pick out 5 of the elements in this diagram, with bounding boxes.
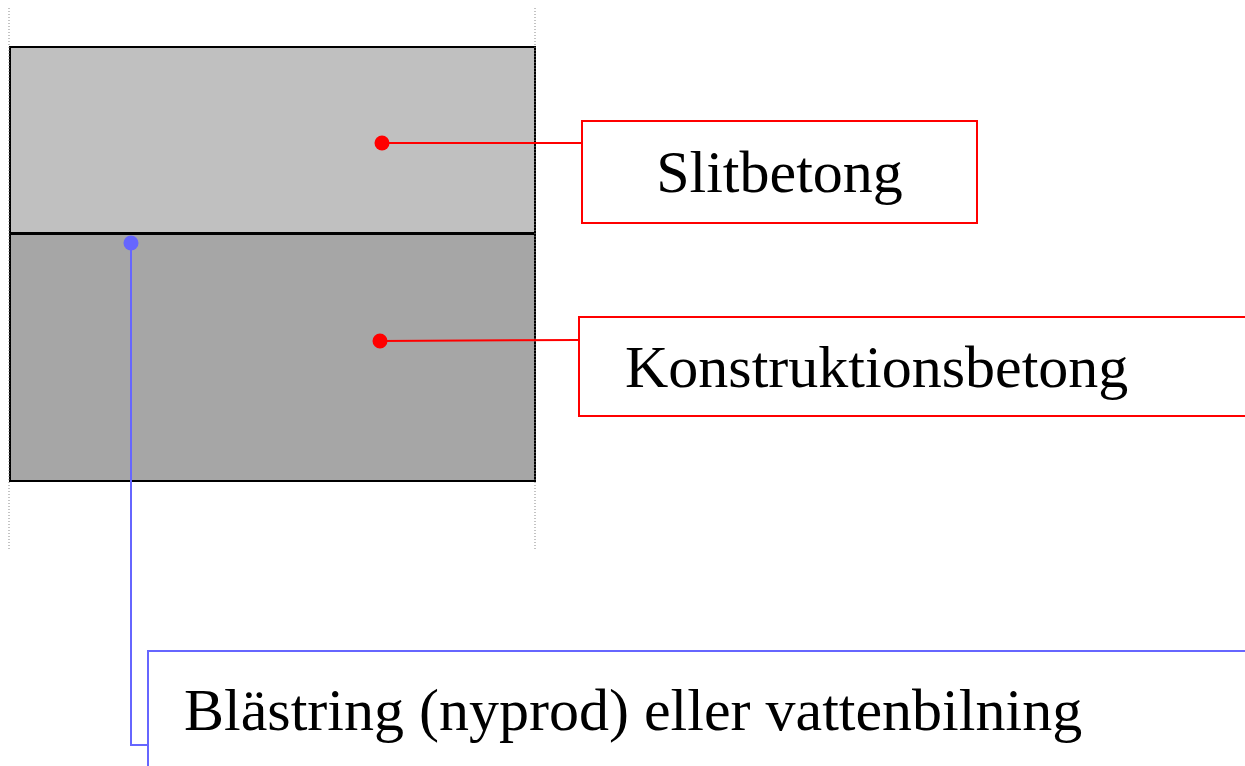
lower-concrete-layer: [9, 233, 536, 482]
leader-line: [374, 135, 582, 151]
leader-line: [123, 235, 148, 746]
upper-concrete-layer: [9, 46, 536, 234]
leader-line: [372, 333, 579, 349]
